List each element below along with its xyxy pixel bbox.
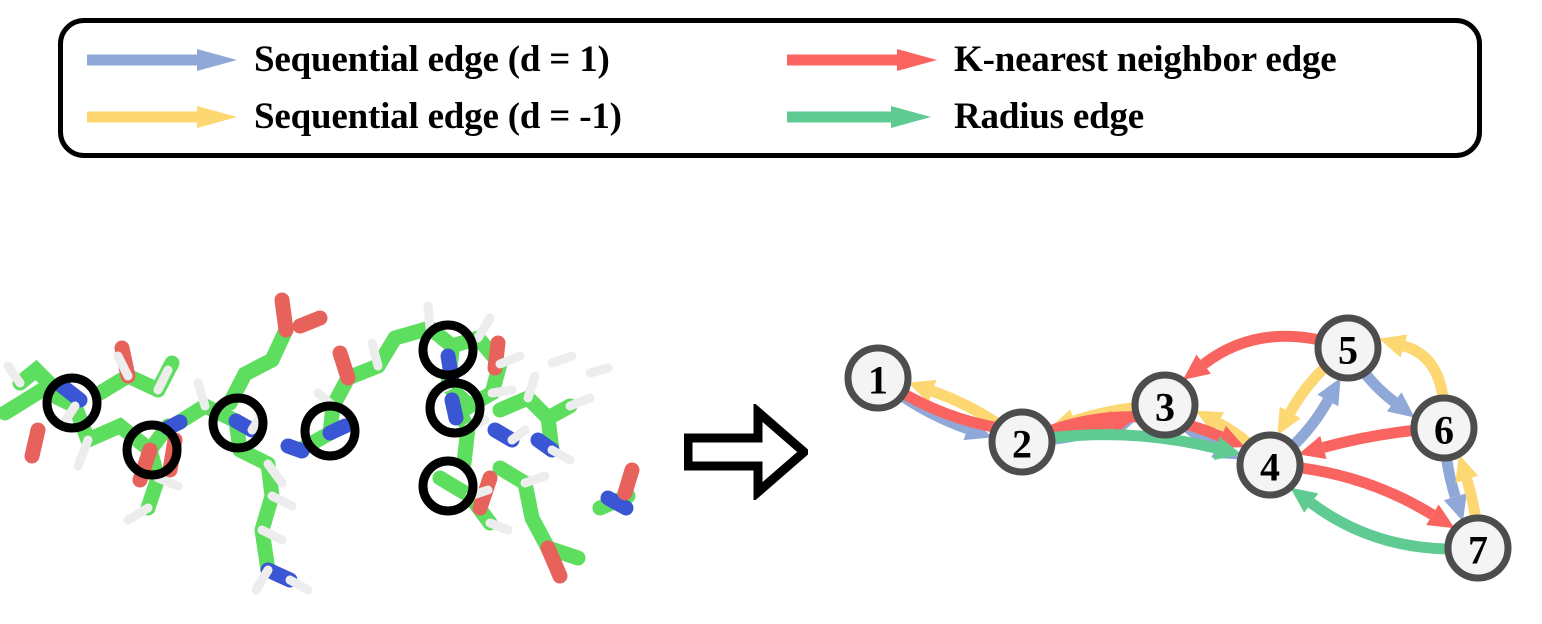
graph-node-2[interactable]: 2 xyxy=(988,408,1056,476)
graph-edge-radius xyxy=(1307,498,1447,555)
blue-arrow-icon xyxy=(87,48,237,71)
graph-node-label: 4 xyxy=(1260,445,1280,490)
legend-item-knn: K-nearest neighbor edge xyxy=(785,38,1477,81)
legend-item-sequential-backward: Sequential edge (d = -1) xyxy=(85,95,785,138)
legend-label-sequential-forward: Sequential edge (d = 1) xyxy=(254,39,610,80)
graph-node-circle xyxy=(844,344,912,412)
graph-edge-sequential_backward xyxy=(1402,340,1449,398)
graph-node-1[interactable]: 1 xyxy=(844,344,912,412)
graph-edge-arrowhead-knn xyxy=(1426,504,1455,529)
graph-node-circle xyxy=(1444,514,1512,582)
graph-edge-sequential_backward xyxy=(1215,418,1252,448)
graph-edge-arrowhead-sequential_backward xyxy=(1455,454,1479,483)
alpha-carbon-marker xyxy=(418,456,478,516)
graph-edge-arrowhead-radius xyxy=(1213,436,1242,460)
graph-edge-sequential_forward xyxy=(1441,458,1461,499)
graph-edge-knn xyxy=(1300,462,1436,520)
red-arrow-icon xyxy=(787,48,937,71)
legend-item-sequential-forward: Sequential edge (d = 1) xyxy=(85,38,785,81)
graph-node-6[interactable]: 6 xyxy=(1410,394,1478,462)
graph-node-4[interactable]: 4 xyxy=(1236,431,1304,499)
graph-edge-arrowhead-sequential_backward xyxy=(907,379,937,403)
legend-box: Sequential edge (d = 1) K-nearest neighb… xyxy=(58,18,1482,158)
alpha-carbon-marker xyxy=(42,373,102,433)
alpha-carbon-marker xyxy=(300,401,360,461)
node-layer: 1 2 3 4 5 6 7 xyxy=(844,314,1512,582)
graph-node-label: 6 xyxy=(1434,408,1454,453)
graph-node-label: 2 xyxy=(1012,422,1032,467)
graph-edge-sequential_backward xyxy=(1285,364,1329,416)
graph-panel: 1 2 3 4 5 6 7 xyxy=(820,256,1542,624)
graph-node-label: 7 xyxy=(1468,528,1488,573)
legend-grid: Sequential edge (d = 1) K-nearest neighb… xyxy=(63,23,1477,153)
protein-3d-structure xyxy=(0,292,640,595)
alpha-carbon-marker xyxy=(418,320,478,380)
graph-edge-sequential_backward xyxy=(930,386,1001,429)
graph-node-label: 3 xyxy=(1155,385,1175,430)
graph-edge-radius xyxy=(1052,429,1218,454)
graph-node-circle xyxy=(1131,371,1199,439)
graph-edge-sequential_backward xyxy=(1461,477,1481,518)
graph-edge-arrowhead-sequential_forward xyxy=(1443,493,1467,522)
yellow-arrow-icon xyxy=(87,105,237,128)
graph-edge-sequential_forward xyxy=(1289,397,1333,449)
alpha-carbon-marker xyxy=(122,420,182,480)
graph-node-circle xyxy=(1410,394,1478,462)
graph-edge-arrowhead-sequential_backward xyxy=(1379,334,1408,358)
graph-node-circle xyxy=(1314,314,1382,382)
graph-edge-arrowhead-knn xyxy=(1298,435,1327,460)
graph-edge-knn xyxy=(1200,330,1320,369)
graph-node-7[interactable]: 7 xyxy=(1444,514,1512,582)
alpha-carbon-markers xyxy=(42,320,485,516)
graph-node-circle xyxy=(988,408,1056,476)
graph-node-5[interactable]: 5 xyxy=(1314,314,1382,382)
graph-edge-arrowhead-radius xyxy=(1290,487,1319,513)
graph-edge-arrowhead-knn xyxy=(1182,354,1211,380)
legend-label-knn: K-nearest neighbor edge xyxy=(954,39,1337,80)
protein-graph: 1 2 3 4 5 6 7 xyxy=(844,314,1512,582)
graph-edge-knn xyxy=(1321,425,1414,453)
graph-edge-sequential_forward xyxy=(1361,370,1398,407)
protein-structure-panel xyxy=(0,178,660,598)
graph-node-circle xyxy=(1236,431,1304,499)
right-arrow-icon xyxy=(684,404,808,500)
graph-edge-arrowhead-sequential_backward xyxy=(1277,406,1301,436)
graph-node-3[interactable]: 3 xyxy=(1131,371,1199,439)
graph-edge-arrowhead-sequential_backward xyxy=(1195,410,1224,434)
alpha-carbon-marker xyxy=(425,378,485,438)
green-arrow-icon xyxy=(787,105,931,128)
graph-edge-arrowhead-sequential_forward xyxy=(1386,392,1415,418)
graph-edge-arrowhead-sequential_forward xyxy=(1317,377,1341,407)
graph-node-label: 1 xyxy=(868,358,888,403)
legend-label-sequential-backward: Sequential edge (d = -1) xyxy=(254,96,622,137)
legend-item-radius: Radius edge xyxy=(785,95,1477,138)
edge-layer xyxy=(899,330,1481,555)
graph-node-label: 5 xyxy=(1338,328,1358,373)
legend-label-radius: Radius edge xyxy=(954,96,1145,137)
alpha-carbon-marker xyxy=(208,393,268,453)
